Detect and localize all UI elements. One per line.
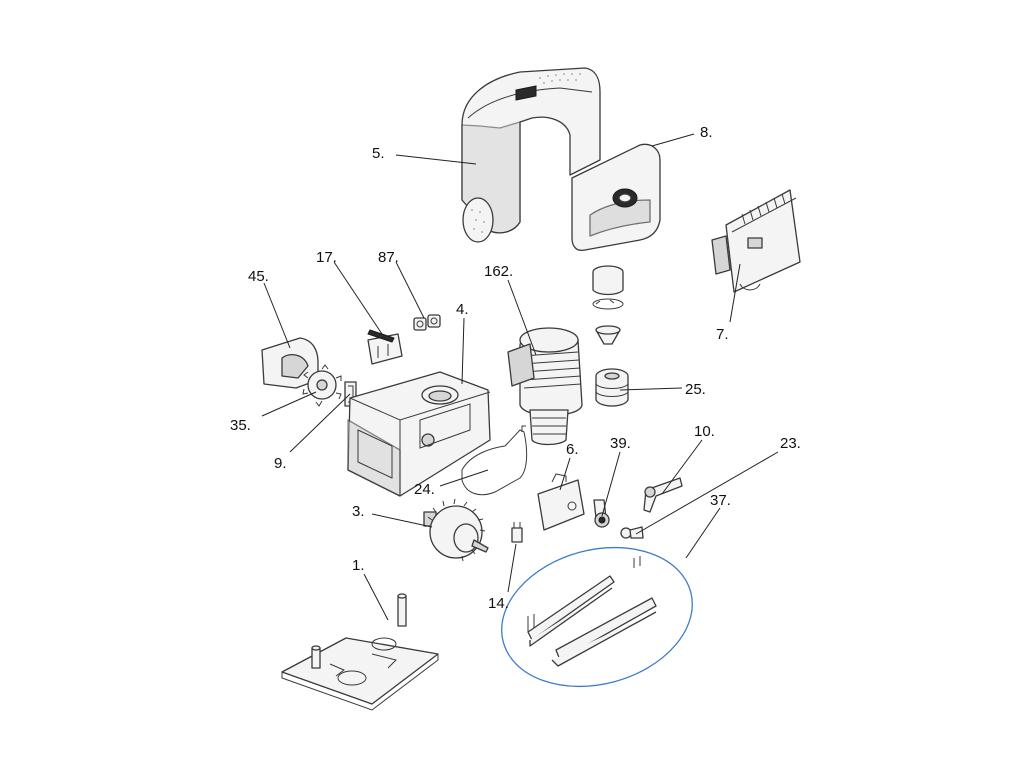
label-part-10: 10. bbox=[694, 423, 715, 440]
foundation-plate-part-1 bbox=[281, 593, 439, 711]
label-part-39: 39. bbox=[610, 435, 631, 452]
pulley-part-25 bbox=[595, 368, 629, 407]
label-part-25: 25. bbox=[685, 381, 706, 398]
label-part-7: 7. bbox=[716, 326, 729, 343]
label-part-1: 1. bbox=[352, 557, 365, 574]
label-part-87: 87. bbox=[378, 249, 399, 266]
label-part-35: 35. bbox=[230, 417, 251, 434]
label-part-17: 17. bbox=[316, 249, 337, 266]
leader-lines bbox=[261, 133, 779, 621]
motor-part-162 bbox=[507, 327, 583, 446]
cover-plate-part-6 bbox=[537, 473, 585, 531]
release-knob-part-39 bbox=[593, 499, 610, 528]
label-part-23: 23. bbox=[780, 435, 801, 452]
front-cover-part-8 bbox=[571, 143, 661, 252]
gasket-part-24 bbox=[461, 425, 528, 496]
output-gear-part-3 bbox=[423, 498, 489, 562]
bracket-set-part-37 bbox=[501, 546, 693, 688]
cover-part-5 bbox=[461, 67, 601, 243]
label-part-14: 14. bbox=[488, 595, 509, 612]
terminal-clips-part-87 bbox=[413, 314, 441, 331]
callout-labels: 5. 8. 7. 45. 35. 9. 17. 87. 4. 162. 25. … bbox=[230, 124, 801, 612]
release-lever-part-10 bbox=[643, 477, 683, 513]
label-part-8: 8. bbox=[700, 124, 713, 141]
label-part-9: 9. bbox=[274, 455, 287, 472]
label-part-37: 37. bbox=[710, 492, 731, 509]
label-part-5: 5. bbox=[372, 145, 385, 162]
connector-part-14 bbox=[511, 522, 523, 543]
motor-cap-parts bbox=[592, 265, 624, 345]
connector-block-part-17 bbox=[367, 329, 403, 365]
label-part-45: 45. bbox=[248, 268, 269, 285]
label-part-4: 4. bbox=[456, 301, 469, 318]
label-part-6: 6. bbox=[566, 441, 579, 458]
label-part-162: 162. bbox=[484, 263, 513, 280]
label-part-3: 3. bbox=[352, 503, 365, 520]
gearbox-housing-part-4 bbox=[347, 371, 491, 497]
control-board-part-7 bbox=[711, 189, 801, 293]
screw-part-23 bbox=[620, 526, 644, 539]
label-part-24: 24. bbox=[414, 481, 435, 498]
